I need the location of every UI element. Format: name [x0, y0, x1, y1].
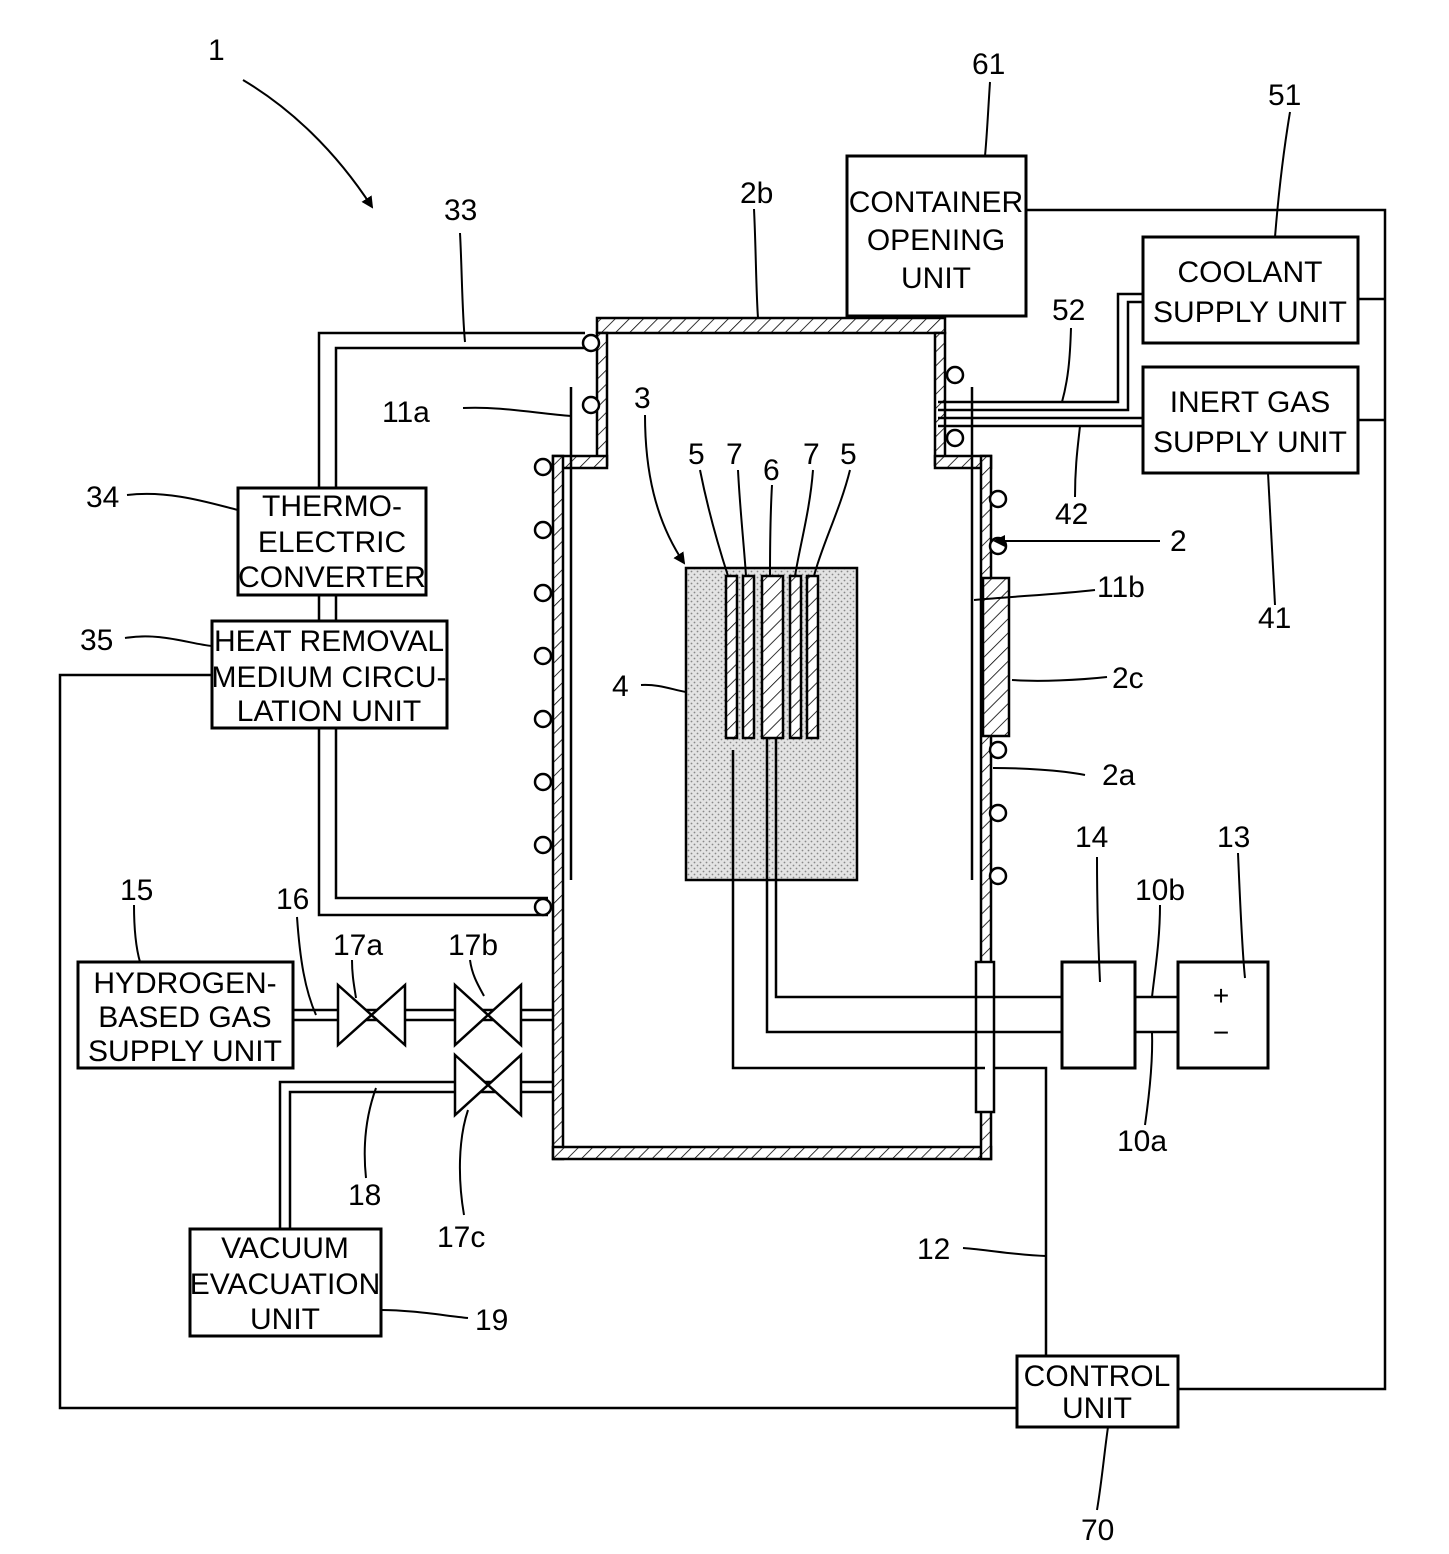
reaction-element — [686, 568, 857, 880]
heat-removal-line3: LATION UNIT — [237, 695, 421, 728]
electrode-feedthrough — [976, 962, 994, 1112]
ref-14: 14 — [1075, 821, 1108, 854]
ref-3: 3 — [634, 382, 651, 415]
vacuum-evacuation-line3: UNIT — [250, 1303, 320, 1336]
ref-2c: 2c — [1112, 662, 1144, 695]
valve-17c[interactable] — [455, 1055, 521, 1115]
container-bottom — [553, 1147, 991, 1159]
ref-2a: 2a — [1102, 759, 1136, 792]
ref-17a: 17a — [333, 929, 383, 962]
coolant-supply-unit[interactable]: COOLANT SUPPLY UNIT — [1143, 237, 1358, 343]
ref-16: 16 — [276, 883, 309, 916]
electrode-7-left — [743, 576, 754, 738]
thermoelectric-line1: THERMO- — [262, 490, 402, 523]
ref-70: 70 — [1081, 1514, 1114, 1547]
ref-35: 35 — [80, 624, 113, 657]
viewing-window — [983, 578, 1009, 736]
ref-15: 15 — [120, 874, 153, 907]
thermoelectric-line2: ELECTRIC — [258, 526, 406, 559]
power-minus-symbol: − — [1213, 1017, 1229, 1048]
ref-18: 18 — [348, 1179, 381, 1212]
ref-7-left: 7 — [726, 438, 743, 471]
container-opening-line3: UNIT — [901, 262, 971, 295]
ref-41: 41 — [1258, 602, 1291, 635]
hydrogen-supply-line3: SUPPLY UNIT — [88, 1035, 282, 1068]
electrode-7-right — [790, 576, 801, 738]
heating-coil-left — [535, 335, 599, 915]
ref-2b: 2b — [740, 177, 773, 210]
control-line1: CONTROL — [1024, 1360, 1171, 1393]
container-opening-unit[interactable]: CONTAINER OPENING UNIT — [847, 156, 1026, 316]
inert-gas-supply-line1: INERT GAS — [1170, 386, 1331, 419]
ref-5-right: 5 — [840, 438, 857, 471]
power-plus-symbol: + — [1213, 980, 1229, 1011]
ref-4: 4 — [612, 670, 629, 703]
valve-17b[interactable] — [455, 985, 521, 1045]
ref-12: 12 — [917, 1233, 950, 1266]
inert-gas-supply-unit[interactable]: INERT GAS SUPPLY UNIT — [1143, 367, 1358, 473]
vacuum-evacuation-line1: VACUUM — [221, 1232, 349, 1265]
ref-1: 1 — [208, 34, 225, 67]
ref-33: 33 — [444, 194, 477, 227]
ref-34: 34 — [86, 481, 119, 514]
coolant-supply-line1: COOLANT — [1177, 256, 1322, 289]
control-line2: UNIT — [1062, 1392, 1132, 1425]
ref-11a: 11a — [382, 396, 430, 429]
ref-19: 19 — [475, 1304, 508, 1337]
ref-17b: 17b — [448, 929, 498, 962]
ref-42: 42 — [1055, 498, 1088, 531]
ref-10b: 10b — [1135, 874, 1185, 907]
container-right-upper-wall — [935, 333, 945, 465]
container-lid — [597, 318, 945, 333]
ref-17c: 17c — [437, 1221, 485, 1254]
ref-2: 2 — [1170, 525, 1187, 558]
valve-17a[interactable] — [338, 985, 405, 1045]
ref-52: 52 — [1052, 294, 1085, 327]
hydrogen-supply-line2: BASED GAS — [98, 1001, 271, 1034]
container-left-upper-wall — [597, 333, 607, 465]
inert-gas-supply-line2: SUPPLY UNIT — [1153, 426, 1347, 459]
vacuum-evacuation-unit[interactable]: VACUUM EVACUATION UNIT — [190, 1229, 381, 1336]
control-unit[interactable]: CONTROL UNIT — [1017, 1356, 1178, 1427]
vacuum-evacuation-line2: EVACUATION — [190, 1268, 381, 1301]
electrode-5-left — [726, 576, 737, 738]
ref-51: 51 — [1268, 79, 1301, 112]
power-supply-box[interactable] — [1178, 962, 1268, 1068]
ref-13: 13 — [1217, 821, 1250, 854]
ref-10a: 10a — [1117, 1125, 1167, 1158]
ref-61: 61 — [972, 48, 1005, 81]
heat-removal-line1: HEAT REMOVAL — [214, 625, 444, 658]
ref-7-right: 7 — [803, 438, 820, 471]
thermoelectric-line3: CONVERTER — [238, 561, 426, 594]
container-left-wall — [553, 456, 563, 1159]
ref-6: 6 — [763, 454, 780, 487]
coolant-supply-line2: SUPPLY UNIT — [1153, 296, 1347, 329]
electrode-5-right — [807, 576, 818, 738]
ref-5-left: 5 — [688, 438, 705, 471]
heat-removal-line2: MEDIUM CIRCU- — [212, 661, 447, 694]
thermoelectric-converter[interactable]: THERMO- ELECTRIC CONVERTER — [238, 488, 426, 595]
current-meter-box[interactable] — [1062, 962, 1135, 1068]
heat-removal-medium-circulation-unit[interactable]: HEAT REMOVAL MEDIUM CIRCU- LATION UNIT — [212, 621, 447, 728]
container-opening-line2: OPENING — [867, 224, 1005, 257]
electrode-6-center — [762, 576, 783, 738]
hydrogen-supply-line1: HYDROGEN- — [93, 967, 276, 1000]
hydrogen-based-gas-supply-unit[interactable]: HYDROGEN- BASED GAS SUPPLY UNIT — [78, 962, 293, 1068]
container-opening-line1: CONTAINER — [849, 186, 1023, 219]
ref-11b: 11b — [1097, 571, 1145, 604]
